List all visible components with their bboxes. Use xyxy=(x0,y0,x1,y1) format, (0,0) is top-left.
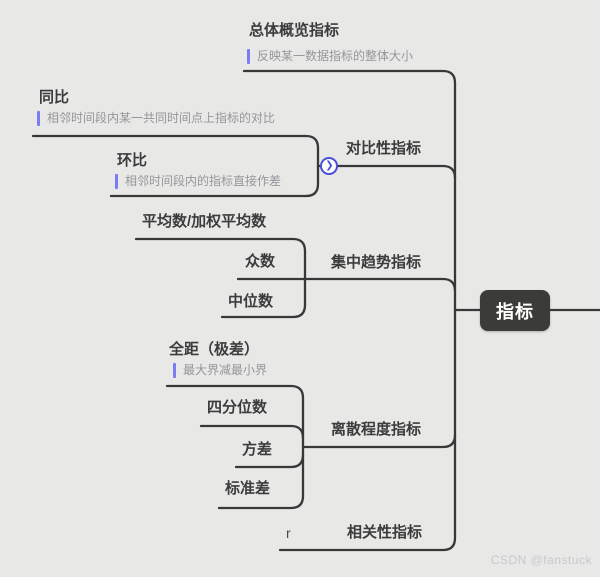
note-marker-tongbi xyxy=(37,111,40,126)
connector-dispersion xyxy=(301,433,457,449)
node-r[interactable]: r xyxy=(286,525,291,541)
connector-stddev xyxy=(217,494,305,510)
node-note-huanbi: 相邻时间段内的指标直接作差 xyxy=(125,174,282,188)
connector-mean xyxy=(134,237,307,253)
connector-tongbi xyxy=(31,134,323,168)
connector-central xyxy=(236,277,457,293)
connector-huanbi xyxy=(109,164,320,198)
node-median[interactable]: 中位数 xyxy=(228,293,274,310)
node-correlation[interactable]: 相关性指标 xyxy=(347,524,423,541)
node-note-overview: 反映某一数据指标的整体大小 xyxy=(257,49,414,63)
connector-comparative xyxy=(336,164,457,180)
note-marker-overview xyxy=(247,49,250,64)
note-marker-range xyxy=(173,363,176,378)
watermark: CSDN @fanstuck xyxy=(490,553,592,567)
node-mode[interactable]: 众数 xyxy=(245,253,276,270)
connector-quartile xyxy=(199,424,305,440)
chevron-right-icon: ❯ xyxy=(325,160,334,171)
node-tongbi[interactable]: 同比 xyxy=(39,89,70,106)
node-stddev[interactable]: 标准差 xyxy=(225,480,271,497)
collapse-toggle-button[interactable]: ❯ xyxy=(320,157,338,175)
node-huanbi[interactable]: 环比 xyxy=(117,152,148,169)
node-note-tongbi: 相邻时间段内某一共同时间点上指标的对比 xyxy=(47,111,276,125)
note-marker-huanbi xyxy=(115,174,118,189)
node-note-range: 最大界减最小界 xyxy=(183,363,268,377)
node-quartile[interactable]: 四分位数 xyxy=(207,399,268,416)
node-mean[interactable]: 平均数/加权平均数 xyxy=(142,213,267,230)
connector-range xyxy=(165,384,305,400)
node-dispersion[interactable]: 离散程度指标 xyxy=(331,421,422,438)
node-central-tendency[interactable]: 集中趋势指标 xyxy=(331,254,422,271)
node-range[interactable]: 全距（极差） xyxy=(169,341,260,358)
connector-median xyxy=(220,303,307,319)
node-overview[interactable]: 总体概览指标 xyxy=(249,22,340,39)
root-node[interactable]: 指标 xyxy=(480,290,550,331)
root-node-label: 指标 xyxy=(496,301,534,322)
node-variance[interactable]: 方差 xyxy=(242,441,273,458)
node-comparative[interactable]: 对比性指标 xyxy=(346,140,422,157)
